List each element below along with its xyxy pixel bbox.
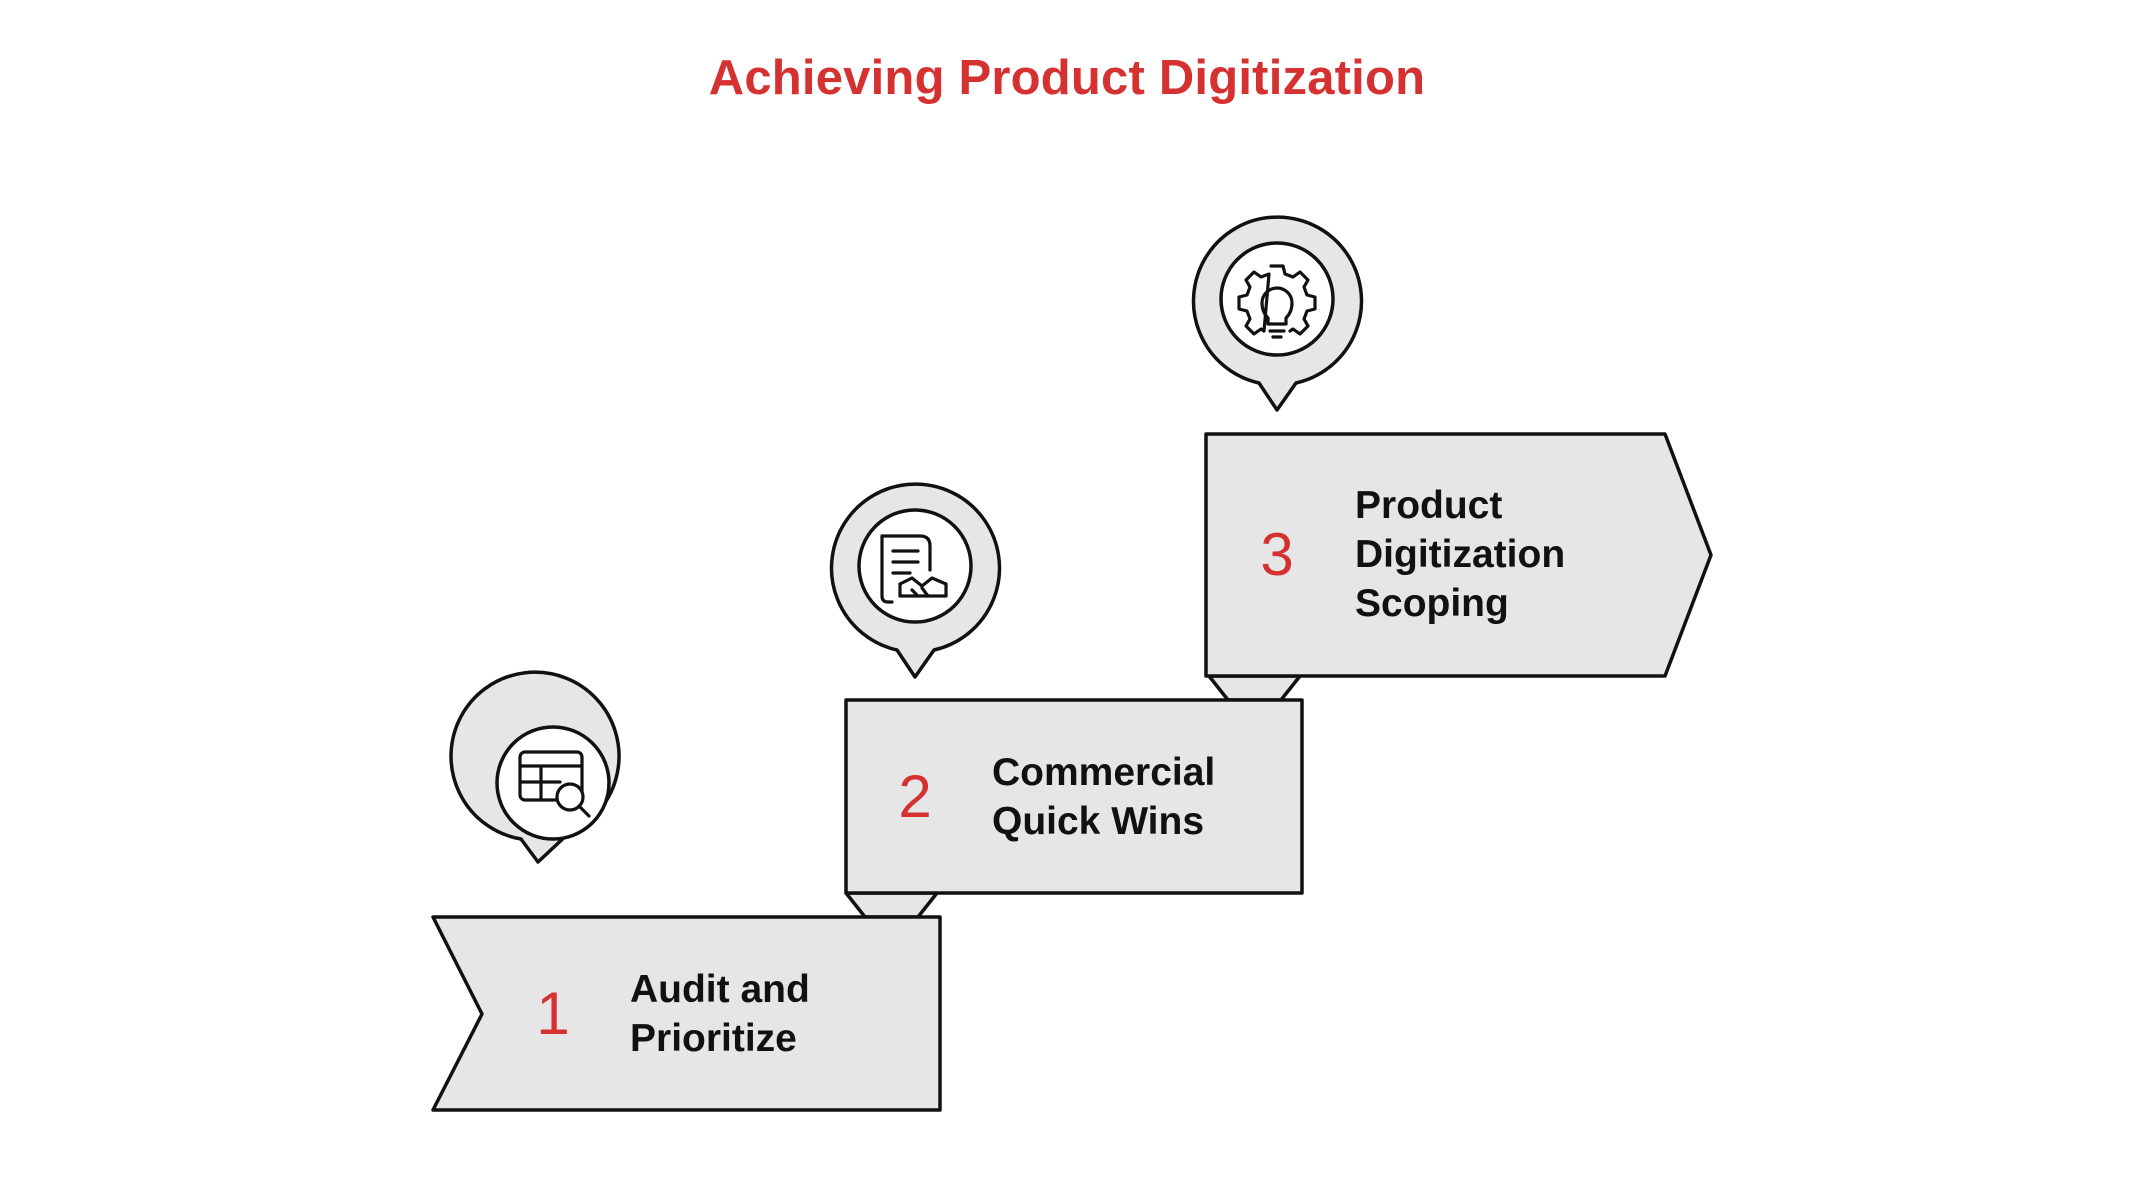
step-1-label-line-1: Audit and	[630, 968, 810, 1011]
step-1-pin	[449, 670, 621, 864]
step-3-label-line-2: Digitization	[1355, 533, 1565, 576]
gear-lightbulb-icon	[1237, 264, 1317, 339]
connector-fold-2-3	[1207, 674, 1302, 702]
step-2-box	[844, 698, 1304, 895]
step-2: 2 Commercial Quick Wins	[844, 698, 1304, 895]
step-1-number: 1	[536, 980, 569, 1047]
step-3-label-line-3: Scoping	[1355, 582, 1509, 625]
step-1-label-line-2: Prioritize	[630, 1017, 797, 1060]
step-3-arrow	[1204, 432, 1713, 678]
step-3-number: 3	[1260, 521, 1293, 588]
step-2-number: 2	[898, 763, 931, 830]
step-3: 3 Product Digitization Scoping	[1204, 432, 1713, 678]
step-2-label-line-2: Quick Wins	[992, 800, 1204, 843]
table-search-icon	[518, 750, 591, 818]
step-2-pin	[829, 482, 1002, 679]
step-3-label-line-1: Product	[1355, 484, 1502, 527]
connector-fold-1-2	[844, 891, 939, 919]
step-1-banner	[431, 915, 942, 1112]
contract-handshake-icon	[880, 534, 948, 604]
diagram-title: Achieving Product Digitization	[708, 51, 1426, 105]
step-1: 1 Audit and Prioritize	[431, 915, 942, 1112]
step-3-pin	[1191, 215, 1364, 412]
step-2-label-line-1: Commercial	[992, 751, 1215, 794]
